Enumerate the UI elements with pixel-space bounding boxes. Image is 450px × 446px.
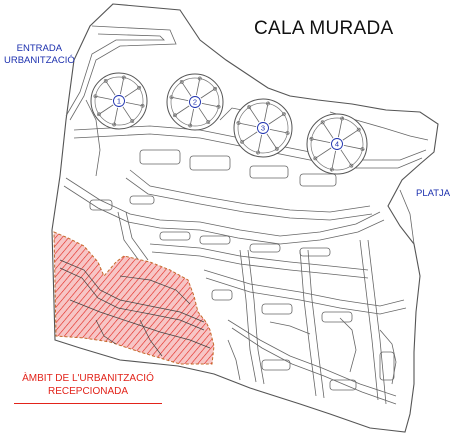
roundabout-spoke <box>122 106 134 123</box>
street-11 <box>227 319 397 397</box>
roundabout-spoke <box>266 133 279 151</box>
received-area-hatch <box>53 231 215 365</box>
parcel-block-14 <box>211 289 233 301</box>
street-1 <box>69 25 177 121</box>
roundabout-spoke <box>124 86 141 98</box>
received-street-4 <box>119 275 191 305</box>
received-street-5 <box>139 319 163 357</box>
street-14 <box>247 249 265 385</box>
street-25 <box>85 99 101 177</box>
roundabout-spoke <box>198 107 210 124</box>
roundabout-spoke <box>247 105 260 123</box>
received-scope-label: ÀMBIT DE L'URBANITZACIÓ RECEPCIONADA <box>14 372 162 398</box>
roundabout-3: 3 <box>233 98 293 158</box>
street-20 <box>125 211 149 261</box>
received-street-1 <box>59 259 205 323</box>
roundabout-number-badge <box>113 95 125 107</box>
roundabout-number: 3 <box>261 124 265 133</box>
street-2 <box>65 33 165 117</box>
roundabout-spoke <box>97 104 114 116</box>
street-18 <box>367 239 387 405</box>
parcel-block-10 <box>321 311 353 323</box>
parcel-block-4 <box>299 173 337 187</box>
roundabout-spoke <box>201 102 221 108</box>
parcel-block-12 <box>329 379 357 391</box>
street-19 <box>117 211 141 263</box>
roundabout-1: 1 <box>90 72 148 130</box>
parcel-block-13 <box>379 351 395 381</box>
street-22 <box>151 251 369 279</box>
roundabout-spoke <box>240 131 258 144</box>
parcel-block-1 <box>139 149 181 165</box>
scope-label-leader-line <box>14 403 162 404</box>
street-5 <box>65 177 381 237</box>
roundabout-spoke <box>173 105 190 117</box>
received-street-2 <box>59 267 205 331</box>
roundabout-4: 4 <box>306 113 368 175</box>
roundabout-spoke <box>195 76 201 96</box>
roundabout-number: 1 <box>117 97 121 106</box>
roundabout-spoke <box>200 87 217 99</box>
street-10 <box>205 277 407 315</box>
parcel-block-15 <box>129 195 155 205</box>
roundabout-spoke <box>180 80 192 97</box>
entrance-label-line2: URBANITZACIÓ <box>4 55 75 66</box>
map-title: CALA MURADA <box>254 18 394 39</box>
roundabouts: 1 2 3 4 <box>90 72 368 175</box>
received-street-3 <box>69 299 211 349</box>
street-27 <box>227 339 241 381</box>
received-street-6 <box>95 319 117 345</box>
beach-label: PLATJA <box>416 188 450 199</box>
roundabout-spoke <box>268 112 286 125</box>
street-26 <box>399 189 415 245</box>
roundabout-number-badge <box>189 96 201 108</box>
roundabout-spoke <box>93 95 113 101</box>
parcel-block-3 <box>249 165 289 179</box>
roundabout-number-badge <box>331 138 343 150</box>
entrance-label: ENTRADA URBANITZACIÓ <box>4 43 75 67</box>
street-16 <box>307 249 325 399</box>
scope-label-line1: ÀMBIT DE L'URBANITZACIÓ <box>22 373 154 384</box>
parcel-block-5 <box>159 231 191 241</box>
roundabout-spoke <box>189 108 195 128</box>
street-17 <box>359 239 379 401</box>
roundabout-number: 4 <box>335 140 339 149</box>
street-9 <box>203 269 405 307</box>
scope-label-line2: RECEPCIONADA <box>47 386 128 397</box>
parcel-block-7 <box>249 243 281 253</box>
street-12 <box>231 327 397 405</box>
roundabout-2: 2 <box>166 73 224 131</box>
street-13 <box>239 249 257 383</box>
roundabout-spoke <box>104 79 116 96</box>
roundabout-spoke <box>113 107 119 127</box>
roundabout-number: 2 <box>193 98 197 107</box>
parcel-block-16 <box>89 199 113 211</box>
street-8 <box>125 177 373 221</box>
entrance-label-line1: ENTRADA <box>16 43 63 54</box>
received-area-streets <box>59 259 211 357</box>
street-28 <box>269 321 311 335</box>
roundabout-spoke <box>169 96 189 102</box>
street-7 <box>129 169 371 213</box>
parcel-block-2 <box>189 155 231 171</box>
street-6 <box>63 185 385 245</box>
roundabout-spoke <box>125 101 145 107</box>
parcel-block-6 <box>199 235 231 245</box>
parcel-block-9 <box>261 303 293 315</box>
roundabout-spoke <box>119 75 125 95</box>
street-29 <box>339 317 357 373</box>
parcel-block-8 <box>299 247 331 257</box>
roundabout-number-badge <box>257 122 269 134</box>
street-15 <box>299 249 317 397</box>
street-21 <box>149 243 369 271</box>
parcel-block-11 <box>261 359 291 371</box>
